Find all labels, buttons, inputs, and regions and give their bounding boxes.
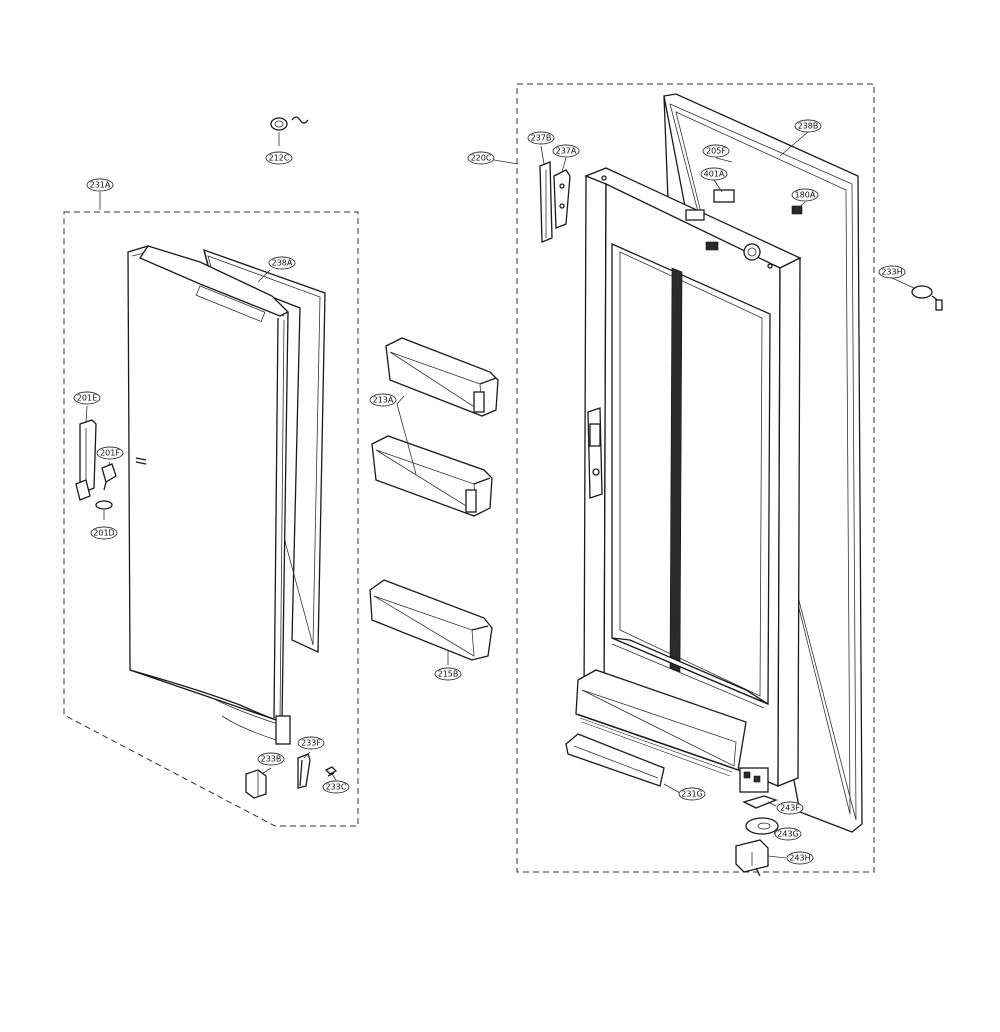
part-233H [911, 285, 943, 311]
handle-part-201E [75, 419, 97, 501]
svg-text:238B: 238B [798, 122, 819, 131]
label-233H: 233H [878, 265, 906, 279]
svg-text:231A: 231A [90, 181, 111, 190]
svg-text:212C: 212C [269, 154, 290, 163]
svg-text:231G: 231G [681, 790, 702, 799]
label-213A: 213A [369, 393, 397, 407]
label-233C: 233C [322, 780, 350, 794]
svg-text:213A: 213A [373, 396, 394, 405]
label-237B: 237B [527, 131, 555, 145]
svg-text:180A: 180A [795, 191, 816, 200]
dispenser-bottom-assembly [575, 669, 769, 793]
left-assembly-boundary [63, 211, 359, 827]
hinge-part-233B [245, 769, 267, 799]
label-215B: 215B [434, 667, 462, 681]
svg-text:233H: 233H [881, 268, 902, 277]
handle-part-201D [95, 500, 113, 510]
label-237A: 237A [552, 144, 580, 158]
svg-text:233B: 233B [261, 755, 282, 764]
hinge-part-233F [297, 753, 311, 789]
door-bin-middle [371, 435, 493, 517]
label-220C: 220C [467, 151, 495, 165]
right-assembly-boundary [516, 83, 875, 873]
leader-lines [85, 131, 915, 859]
svg-text:243F: 243F [780, 804, 800, 813]
label-212C: 212C [265, 151, 293, 165]
left-door-assembly [63, 116, 359, 827]
label-180A: 180A [791, 188, 819, 202]
label-233F: 233F [297, 736, 325, 750]
hinge-part-243G [745, 817, 779, 835]
handle-part-201F [101, 463, 117, 491]
door-bin-lower [369, 579, 493, 661]
svg-text:233F: 233F [301, 739, 321, 748]
svg-text:220C: 220C [471, 154, 492, 163]
svg-text:243H: 243H [789, 854, 810, 863]
strip-237B [539, 161, 553, 243]
svg-text:237A: 237A [556, 147, 577, 156]
svg-text:233C: 233C [326, 783, 347, 792]
label-401A: 401A [700, 167, 728, 181]
hinge-part-233C [324, 766, 338, 777]
svg-text:201D: 201D [93, 529, 114, 538]
label-243F: 243F [776, 801, 804, 815]
label-238B: 238B [794, 119, 822, 133]
right-door-assembly [516, 83, 943, 877]
panel-231G [565, 733, 665, 787]
label-233B: 233B [257, 752, 285, 766]
hinge-part-243H [735, 839, 769, 877]
svg-text:205F: 205F [706, 147, 726, 156]
label-243G: 243G [774, 827, 802, 841]
part-labels: 212C 231A 238A 201E 201F 201D 213A 215B … [73, 119, 906, 865]
label-238A: 238A [268, 256, 296, 270]
label-201D: 201D [90, 526, 118, 540]
part-212C [270, 116, 309, 131]
label-231A: 231A [86, 178, 114, 192]
svg-text:243G: 243G [777, 830, 798, 839]
door-bin-upper [385, 337, 499, 417]
bracket-237A [553, 169, 571, 229]
label-243H: 243H [786, 851, 814, 865]
right-door-frame [583, 167, 803, 787]
label-201E: 201E [73, 391, 101, 405]
svg-text:201E: 201E [77, 394, 97, 403]
label-201F: 201F [96, 446, 124, 460]
label-205F: 205F [702, 144, 730, 158]
svg-text:237B: 237B [531, 134, 552, 143]
svg-text:215B: 215B [438, 670, 459, 679]
svg-text:201F: 201F [100, 449, 120, 458]
svg-text:401A: 401A [704, 170, 725, 179]
left-door-panel [127, 245, 291, 745]
label-231G: 231G [678, 787, 706, 801]
svg-text:238A: 238A [272, 259, 293, 268]
hinge-part-243F [742, 795, 778, 809]
